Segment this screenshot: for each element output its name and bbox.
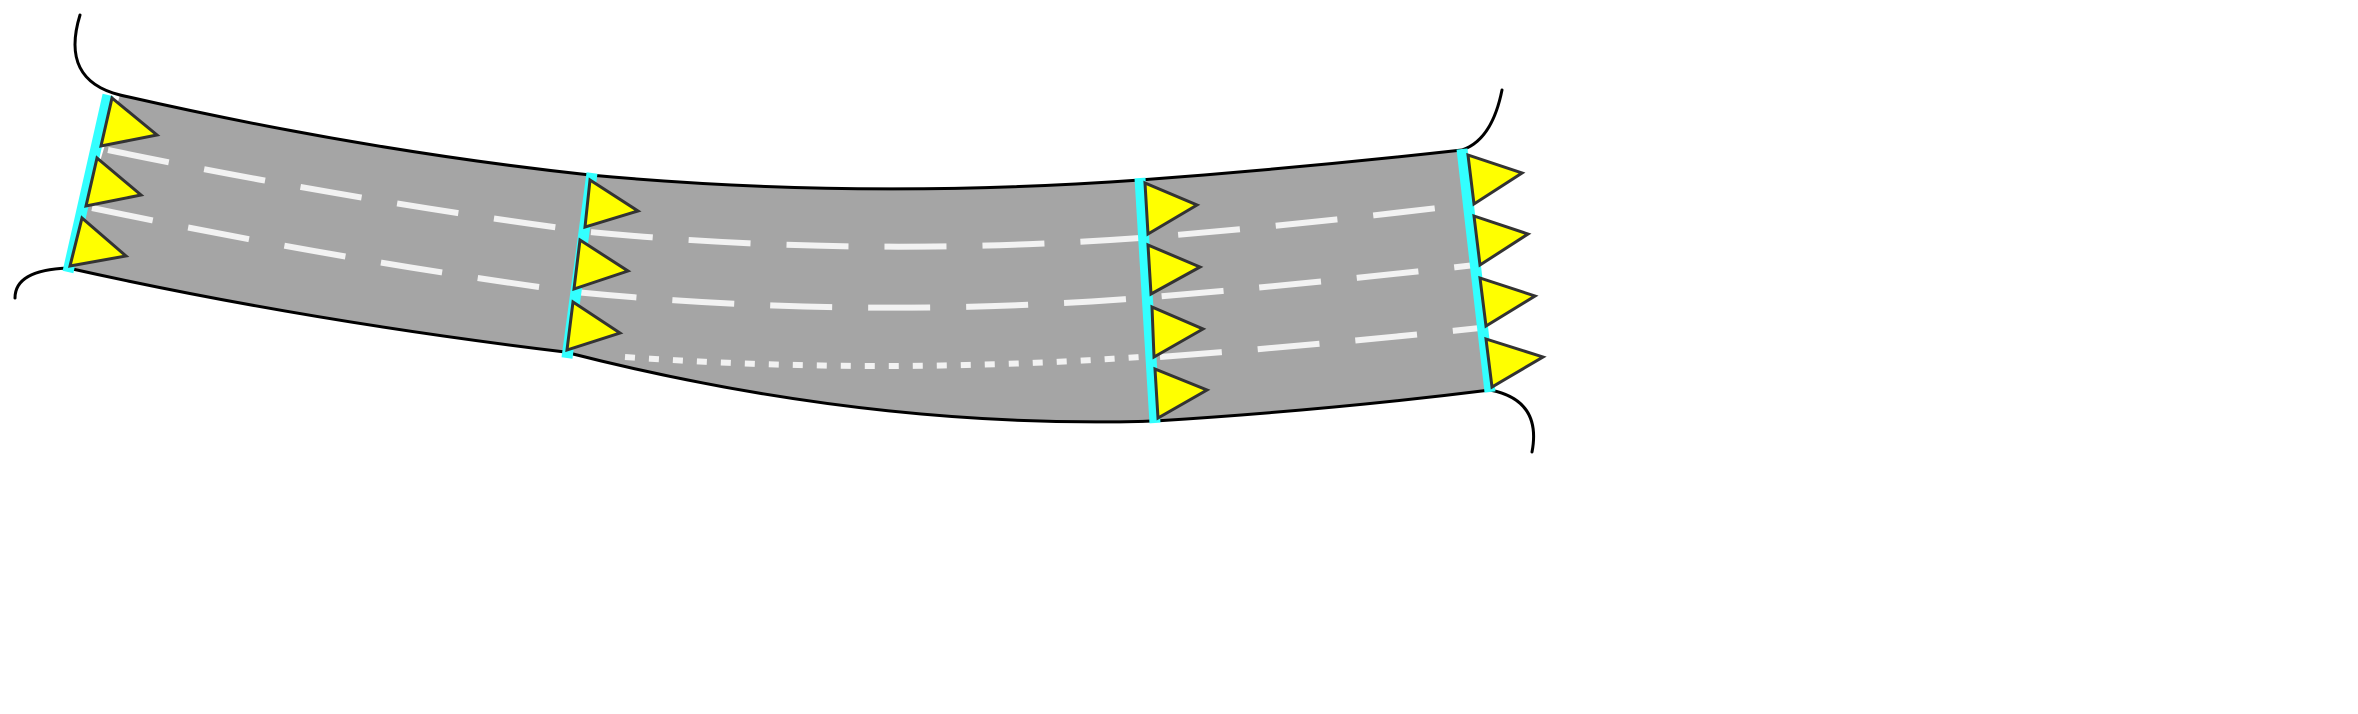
lane-arrow-icon: [1466, 152, 1526, 207]
lane-arrow-icon: [1146, 242, 1204, 297]
lane-arrow-icon: [1478, 275, 1539, 329]
road-surface: [68, 95, 1490, 422]
connector-curve: [1488, 388, 1536, 454]
lane-marking-dashed: [107, 147, 1463, 250]
lane-arrow-icon: [84, 155, 145, 208]
lane-arrow-icon: [1153, 366, 1211, 421]
connector-curve: [1460, 88, 1504, 152]
lane-arrow-icon: [1150, 304, 1207, 360]
section-boundary: [1134, 177, 1161, 424]
road-bottom-edge: [67, 266, 1491, 424]
lane-arrow-icon: [1472, 213, 1532, 268]
lane-marking-dashed: [91, 205, 1476, 311]
lane-arrow-icon: [99, 95, 161, 148]
lane-arrow-icon: [572, 237, 632, 292]
section-boundary: [1456, 148, 1496, 393]
lane-arrow-icon: [583, 177, 642, 230]
lane-arrow-icon: [565, 299, 624, 353]
lane-arrow-icon: [67, 215, 130, 268]
lane-arrow-icon: [1143, 180, 1201, 237]
road-top-edge: [119, 93, 1463, 191]
lane-arrow-icon: [1484, 336, 1547, 390]
connector-curve: [73, 13, 122, 97]
connector-curve: [13, 266, 70, 300]
lane-marking-dashed: [1159, 325, 1481, 360]
